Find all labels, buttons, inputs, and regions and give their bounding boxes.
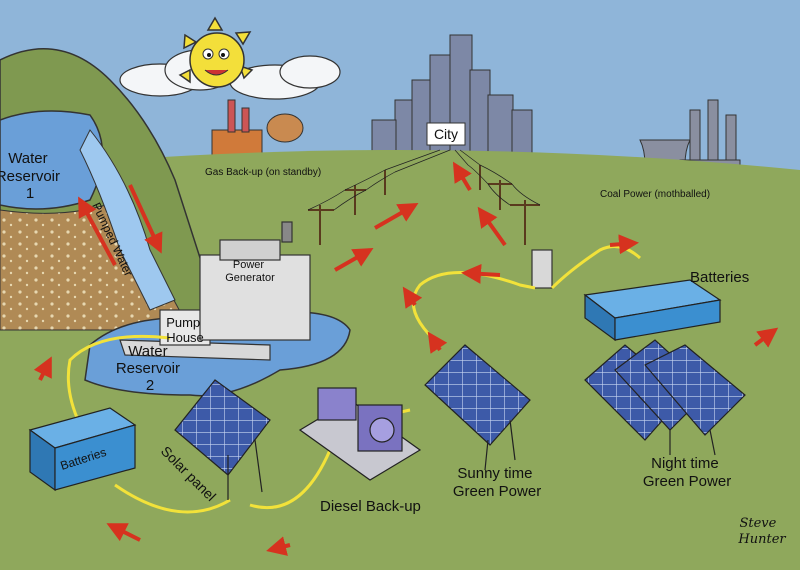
artist-signature: Steve Hunter: [737, 516, 786, 547]
sunny-time-label: Sunny time Green Power: [453, 465, 541, 500]
gas-backup-label: Gas Back-up (on standby): [205, 167, 321, 178]
pump-house-label: Pump House: [166, 315, 204, 345]
pump-house-building: [119, 221, 311, 361]
coal-power-label: Coal Power (mothballed): [600, 189, 710, 200]
energy-flow-arrows: [33, 161, 779, 556]
city-label-box: City: [426, 122, 466, 146]
diesel-generator: [298, 387, 422, 481]
batteries-right-label: Batteries: [690, 269, 749, 286]
night-time-label: Night time Green Power: [643, 455, 731, 490]
solar-panel-left: [174, 379, 271, 500]
diesel-backup-label: Diesel Back-up: [320, 498, 421, 515]
power-line-poles: [308, 165, 540, 245]
sun-icon: [178, 16, 254, 88]
battery-bank-left: [28, 407, 137, 492]
city-label: City: [434, 126, 458, 142]
gas-backup-plant: [211, 99, 304, 159]
solar-panels-night: [584, 339, 746, 456]
battery-bank-right: [583, 279, 722, 342]
power-generator-label: Power Generator: [225, 259, 275, 284]
solar-panel-sunny: [424, 344, 531, 471]
pumped-water-pipe: [79, 129, 176, 311]
junction-box: [531, 249, 553, 289]
water-reservoir-2-label: Water Reservoir 2: [116, 343, 184, 394]
water-reservoir-1-label: Water Reservoir 1: [0, 150, 64, 202]
